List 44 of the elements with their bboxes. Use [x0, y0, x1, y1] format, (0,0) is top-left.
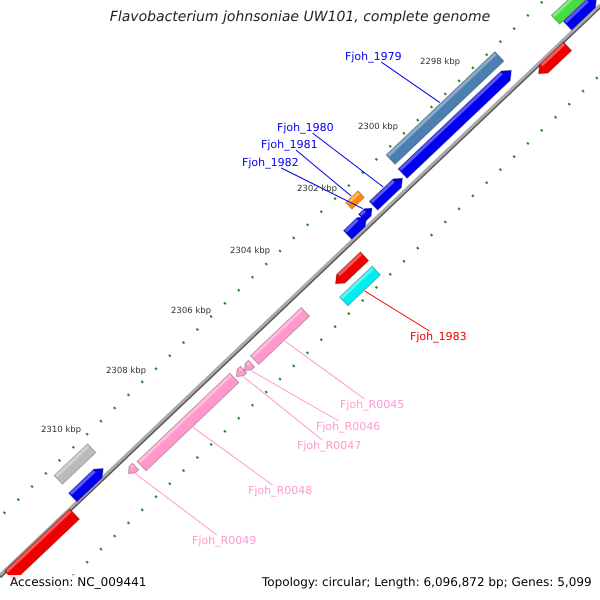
gene-label: Fjoh_1982 — [242, 157, 299, 168]
gene-label: Fjoh_1980 — [277, 122, 334, 133]
gene-feature — [244, 360, 256, 371]
scale-label: 2306 kbp — [171, 307, 212, 316]
leader-line — [284, 340, 366, 400]
gene-feature — [368, 178, 404, 211]
scale-label: 2310 kbp — [41, 426, 82, 434]
scale-label: 2298 kbp — [420, 58, 460, 66]
footer-text: Accession: NC_009441 — [8, 575, 148, 589]
leader-line — [364, 290, 430, 332]
gene-feature — [128, 462, 140, 474]
leader-line — [312, 132, 384, 188]
gene-feature — [250, 306, 310, 366]
gene-feature — [345, 190, 365, 210]
gene-label: Fjoh_1981 — [261, 139, 318, 150]
gene-label: Fjoh_R0048 — [248, 485, 312, 496]
gene-feature — [562, 0, 598, 31]
gene-feature — [338, 265, 382, 307]
footer-text: Topology: circular; Length: 6,096,872 bp; Genes: 5,099 — [260, 575, 594, 589]
leader-line — [243, 376, 323, 440]
gene-feature — [236, 366, 248, 377]
scale-label: 2304 kbp — [230, 247, 270, 256]
leader-line — [135, 474, 218, 536]
leader-line — [295, 150, 352, 196]
leader-line — [192, 426, 274, 486]
gene-feature — [397, 70, 512, 180]
gene-feature — [342, 216, 367, 240]
gene-feature — [334, 251, 370, 284]
gene-label: Fjoh_1979 — [345, 51, 402, 62]
leader-line — [251, 370, 340, 422]
gene-feature — [538, 41, 572, 74]
gene-label: Fjoh_R0049 — [192, 535, 256, 546]
gene-label: Fjoh_R0046 — [316, 421, 380, 432]
scale-label: 2308 kbp — [106, 367, 146, 376]
gene-label: Fjoh_R0047 — [297, 440, 362, 451]
scale-label: 2300 kbp — [358, 123, 398, 132]
leader-line — [280, 168, 364, 210]
gene-label: Fjoh_1983 — [410, 331, 467, 342]
scale-label: 2302 kbp — [297, 185, 338, 194]
gene-feature — [68, 468, 104, 503]
title: Flavobacterium johnsoniae UW101, complete genome — [108, 10, 492, 24]
leader-line — [380, 62, 440, 104]
gene-feature — [53, 443, 97, 485]
gene-label: Fjoh_R0045 — [340, 399, 404, 410]
